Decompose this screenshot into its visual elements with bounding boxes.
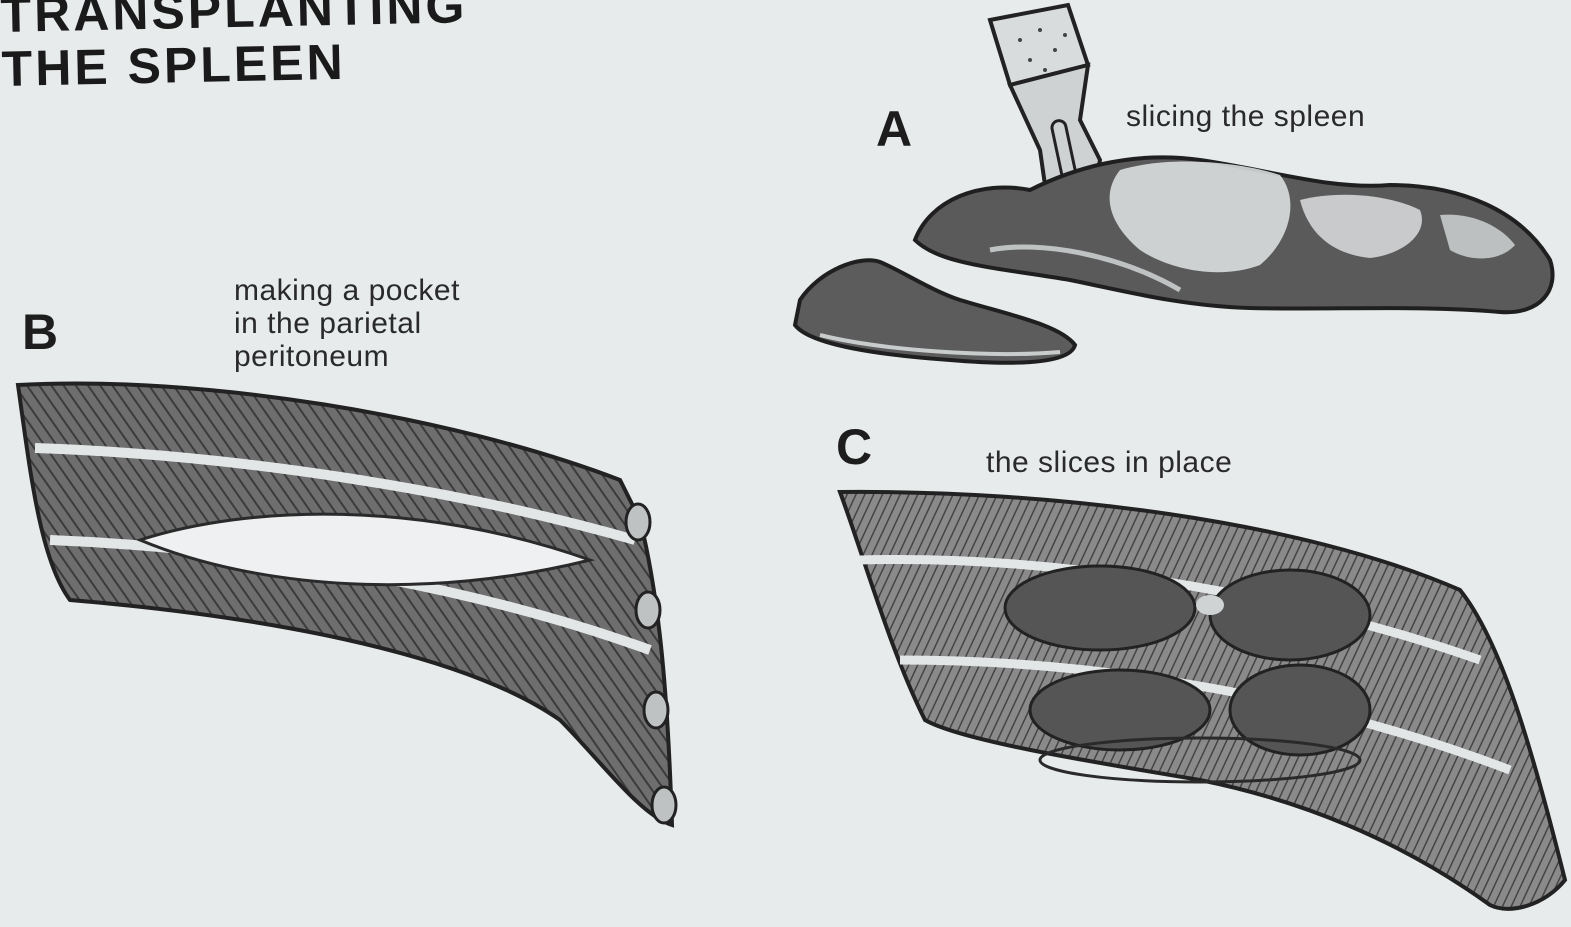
panel-b-caption-line-1: making a pocket — [234, 274, 460, 307]
spleen-slices-illustration — [840, 492, 1565, 909]
panel-b-caption: making a pocket in the parietal peritone… — [234, 274, 460, 373]
panel-b-caption-line-3: peritoneum — [234, 340, 460, 373]
peritoneum-pocket-illustration — [18, 383, 676, 825]
panel-c-label: C — [836, 418, 872, 476]
panel-c-caption: the slices in place — [986, 446, 1232, 479]
panel-a-caption: slicing the spleen — [1126, 100, 1365, 133]
panel-b-label: B — [22, 303, 58, 361]
panel-a-label: A — [876, 100, 912, 158]
spleen-illustration — [795, 157, 1553, 362]
panel-b-caption-line-2: in the parietal — [234, 307, 460, 340]
